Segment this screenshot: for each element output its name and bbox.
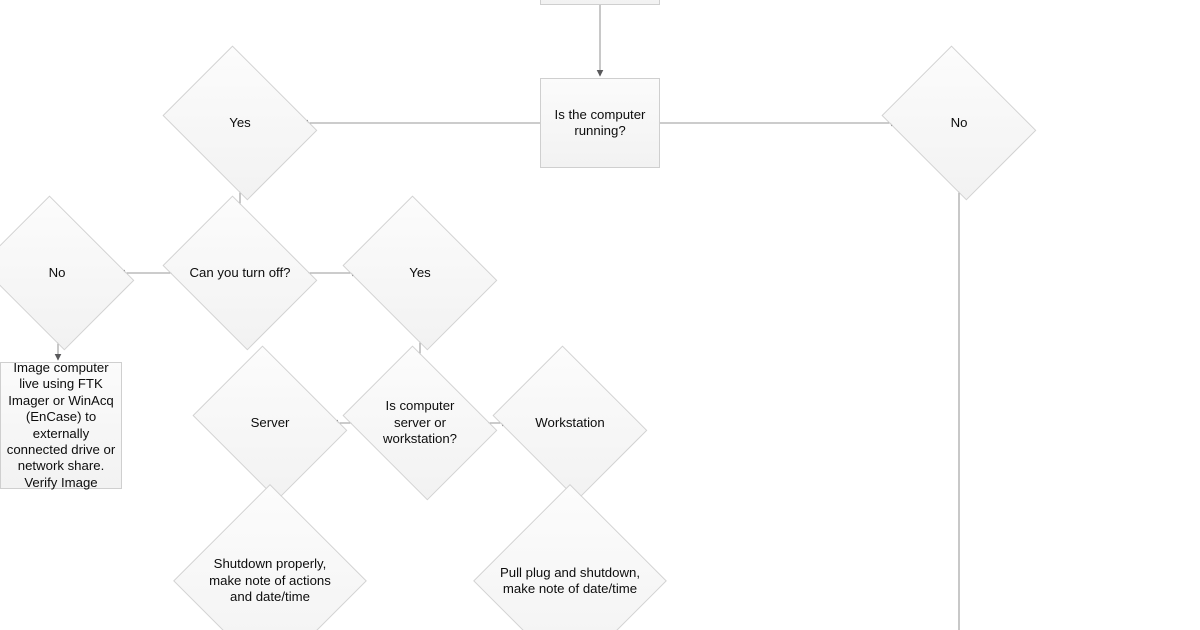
is-computer-running-label: Is the computer running? bbox=[554, 106, 646, 138]
diamond-shape bbox=[342, 195, 498, 351]
image-computer-live-box[interactable]: Image computer live using FTK Imager or … bbox=[0, 359, 122, 490]
turn-off-yes-diamond[interactable]: Yes bbox=[335, 195, 505, 351]
workstation-diamond[interactable]: Workstation bbox=[485, 345, 655, 501]
pull-plug-shutdown-diamond[interactable]: Pull plug and shutdown, make note of dat… bbox=[473, 484, 667, 630]
diamond-shape bbox=[162, 45, 318, 201]
previous-step-box[interactable] bbox=[540, 0, 660, 5]
diamond-shape bbox=[342, 345, 498, 501]
image-computer-live-label: Image computer live using FTK Imager or … bbox=[6, 359, 116, 490]
turn-off-no-diamond[interactable]: No bbox=[0, 195, 142, 351]
diamond-shape bbox=[173, 484, 367, 630]
diamond-shape bbox=[0, 195, 135, 351]
can-you-turn-off-diamond[interactable]: Can you turn off? bbox=[155, 195, 325, 351]
shutdown-properly-diamond[interactable]: Shutdown properly, make note of actions … bbox=[173, 484, 367, 630]
is-computer-running-box[interactable]: Is the computer running? bbox=[540, 78, 660, 168]
diamond-shape bbox=[881, 45, 1037, 201]
server-diamond[interactable]: Server bbox=[185, 345, 355, 501]
diamond-shape bbox=[492, 345, 648, 501]
server-or-workstation-diamond[interactable]: Is computer server or workstation? bbox=[335, 345, 505, 501]
diamond-shape bbox=[473, 484, 667, 630]
diamond-shape bbox=[162, 195, 318, 351]
running-yes-diamond[interactable]: Yes bbox=[155, 45, 325, 201]
diamond-shape bbox=[192, 345, 348, 501]
running-no-diamond[interactable]: No bbox=[874, 45, 1044, 201]
